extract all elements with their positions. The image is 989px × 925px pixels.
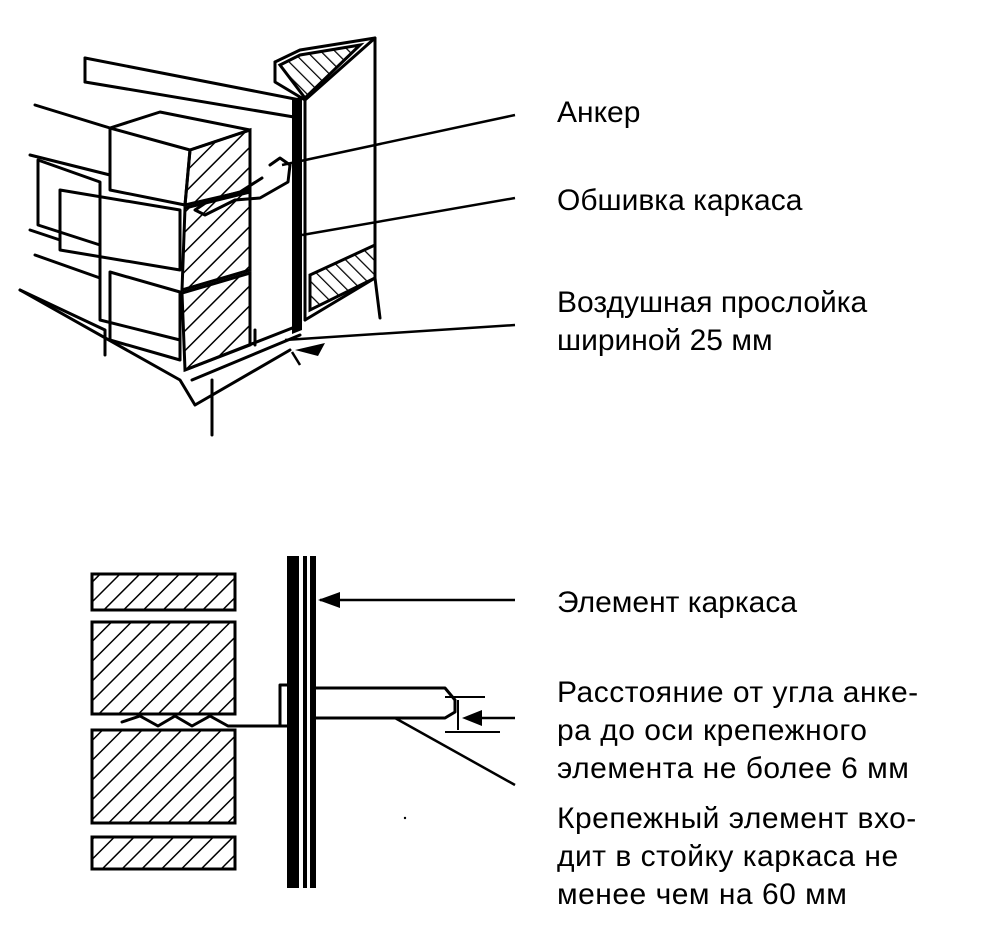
frame-stud [273, 36, 382, 322]
section-anchor [120, 683, 294, 728]
label-distance-line3: элемента не более 6 мм [557, 752, 910, 785]
label-fastener-line1: Крепежный элемент вхо- [557, 802, 917, 835]
label-fastener: Крепежный элемент вхо- дит в стойку карк… [557, 800, 917, 914]
brick-wall-courses [18, 56, 302, 357]
label-distance: Расстояние от угла анке- ра до оси крепе… [557, 674, 919, 788]
label-distance-line1: Расстояние от угла анке- [557, 676, 919, 709]
section-fastener [314, 686, 500, 733]
label-frame-element: Элемент каркаса [557, 584, 797, 622]
label-air-gap: Воздушная прослойка шириной 25 мм [557, 284, 867, 360]
section-frame-element [287, 556, 316, 888]
label-sheathing-text: Обшивка каркаса [557, 184, 803, 217]
label-anchor: Анкер [557, 94, 640, 132]
hatched-brick-column [108, 110, 252, 373]
label-anchor-text: Анкер [557, 96, 641, 129]
bottom-leader-lines [318, 592, 516, 787]
perspective-view [18, 36, 516, 437]
label-distance-line2: ра до оси крепежного [557, 714, 868, 747]
label-air-gap-line1: Воздушная прослойка [557, 286, 868, 319]
sheathing-board [292, 96, 302, 334]
section-view [90, 556, 516, 888]
label-sheathing: Обшивка каркаса [557, 182, 802, 220]
label-fastener-line2: дит в стойку каркаса не [557, 840, 899, 873]
anchor-tie [193, 156, 292, 217]
label-frame-element-text: Элемент каркаса [557, 586, 798, 619]
label-fastener-line3: менее чем на 60 мм [557, 878, 848, 911]
section-brick-courses [90, 572, 237, 871]
top-leader-lines [281, 113, 516, 366]
label-air-gap-line2: шириной 25 мм [557, 324, 773, 357]
base-flashing [18, 288, 302, 437]
